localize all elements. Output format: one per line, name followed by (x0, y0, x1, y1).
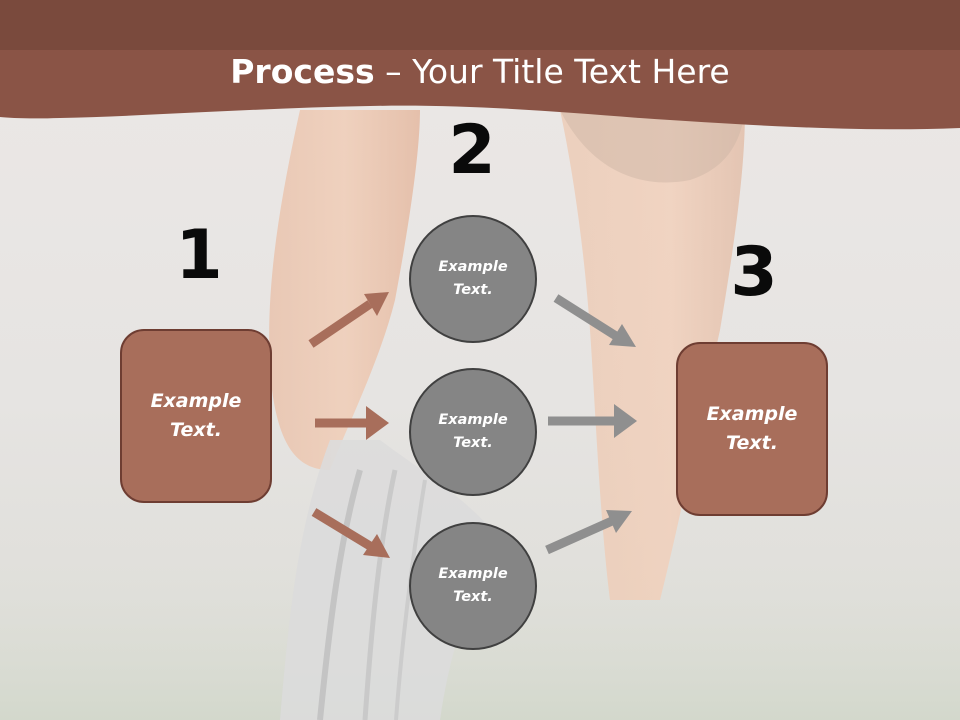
circle-middle-line2: Text. (453, 435, 493, 451)
process-circle-top: Example Text. (409, 215, 537, 343)
arrow-top-to-right (553, 294, 636, 347)
right-step-box: Example Text. (676, 342, 828, 516)
arrow-bottom-to-right (545, 510, 632, 555)
circle-top-line2: Text. (453, 282, 493, 298)
arrow-left-to-top (308, 292, 389, 348)
title-bold: Process (230, 52, 375, 91)
circle-middle-line1: Example (438, 412, 508, 428)
right-box-line2: Text. (726, 432, 778, 454)
process-circle-middle: Example Text. (409, 368, 537, 496)
right-box-line1: Example (706, 403, 798, 425)
process-circle-bottom: Example Text. (409, 522, 537, 650)
left-step-box: Example Text. (120, 329, 272, 503)
step-number-3: 3 (730, 233, 778, 312)
arrow-middle-to-right (548, 404, 637, 438)
title-rest: – Your Title Text Here (374, 52, 730, 91)
arrow-left-to-middle (315, 406, 389, 440)
circle-top-line1: Example (438, 259, 508, 275)
circle-bottom-line1: Example (438, 566, 508, 582)
left-box-line2: Text. (170, 419, 222, 441)
step-number-1: 1 (175, 216, 223, 295)
left-box-line1: Example (150, 390, 242, 412)
slide-title: Process – Your Title Text Here (0, 52, 960, 91)
arrow-left-to-bottom (311, 508, 390, 558)
circle-bottom-line2: Text. (453, 589, 493, 605)
step-number-2: 2 (448, 111, 496, 190)
